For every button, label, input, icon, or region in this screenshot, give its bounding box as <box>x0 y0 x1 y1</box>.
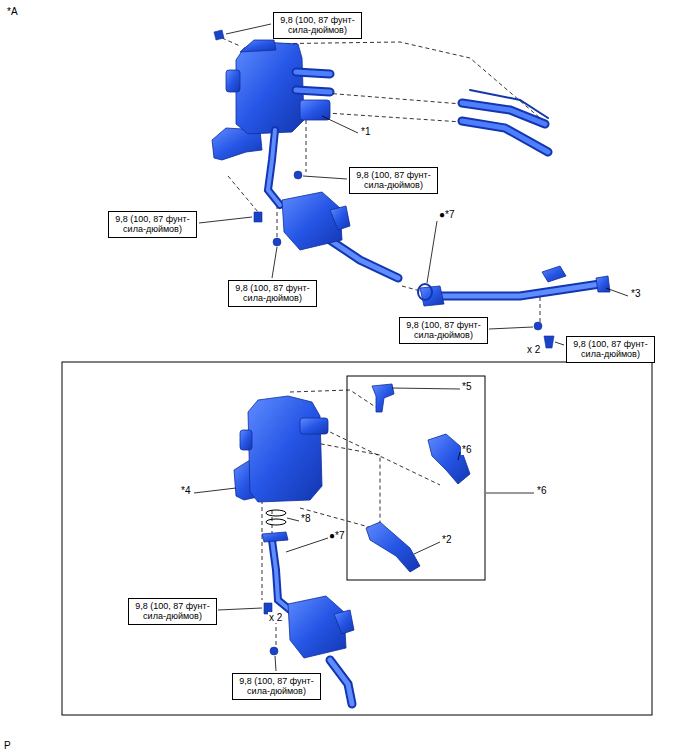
torque-spec-box: 9,8 (100, 87 фунт-сила-дюймов) <box>108 211 197 238</box>
callout-number: *1 <box>360 126 371 137</box>
torque-spec-box: 9,8 (100, 87 фунт-сила-дюймов) <box>349 167 438 194</box>
torque-value: 9,8 (100, 87 фунт-сила-дюймов) <box>277 15 358 36</box>
callout-number: *A <box>6 6 19 17</box>
callout-number: ●*7 <box>438 209 456 220</box>
pipe-parts <box>282 192 610 306</box>
torque-value: 9,8 (100, 87 фунт-сила-дюймов) <box>132 601 213 622</box>
callout-number: *6 <box>461 444 472 455</box>
callout-number: P <box>3 740 12 751</box>
callout-number: *2 <box>441 534 452 545</box>
fasteners <box>214 30 554 655</box>
torque-value: 9,8 (100, 87 фунт-сила-дюймов) <box>112 214 193 235</box>
callout-number: *5 <box>461 381 472 392</box>
torque-spec-box: 9,8 (100, 87 фунт-сила-дюймов) <box>232 673 321 700</box>
torque-value: 9,8 (100, 87 фунт-сила-дюймов) <box>236 676 317 697</box>
callout-number: *4 <box>180 485 191 496</box>
leader-lines <box>194 24 628 671</box>
o-ring <box>418 284 432 300</box>
hoses <box>268 72 600 296</box>
callout-number: x 2 <box>526 344 541 355</box>
torque-spec-box: 9,8 (100, 87 фунт-сила-дюймов) <box>399 317 488 344</box>
callout-number: *8 <box>300 513 311 524</box>
detail-frame <box>62 362 652 715</box>
torque-spec-box: 9,8 (100, 87 фунт-сила-дюймов) <box>273 12 362 39</box>
torque-spec-box: 9,8 (100, 87 фунт-сила-дюймов) <box>228 280 317 307</box>
torque-value: 9,8 (100, 87 фунт-сила-дюймов) <box>403 320 484 341</box>
torque-value: 9,8 (100, 87 фунт-сила-дюймов) <box>353 170 434 191</box>
torque-value: 9,8 (100, 87 фунт-сила-дюймов) <box>570 339 651 360</box>
callout-number: ●*7 <box>328 530 346 541</box>
callout-number: x 2 <box>268 612 283 623</box>
group-box <box>347 376 485 580</box>
o-rings-detail <box>266 510 286 525</box>
callout-number: *3 <box>630 288 641 299</box>
callout-number: *6 <box>536 485 547 496</box>
pipe-detail-parts <box>262 532 354 658</box>
torque-spec-box: 9,8 (100, 87 фунт-сила-дюймов) <box>566 336 655 363</box>
torque-value: 9,8 (100, 87 фунт-сила-дюймов) <box>232 283 313 304</box>
torque-spec-box: 9,8 (100, 87 фунт-сила-дюймов) <box>128 598 217 625</box>
